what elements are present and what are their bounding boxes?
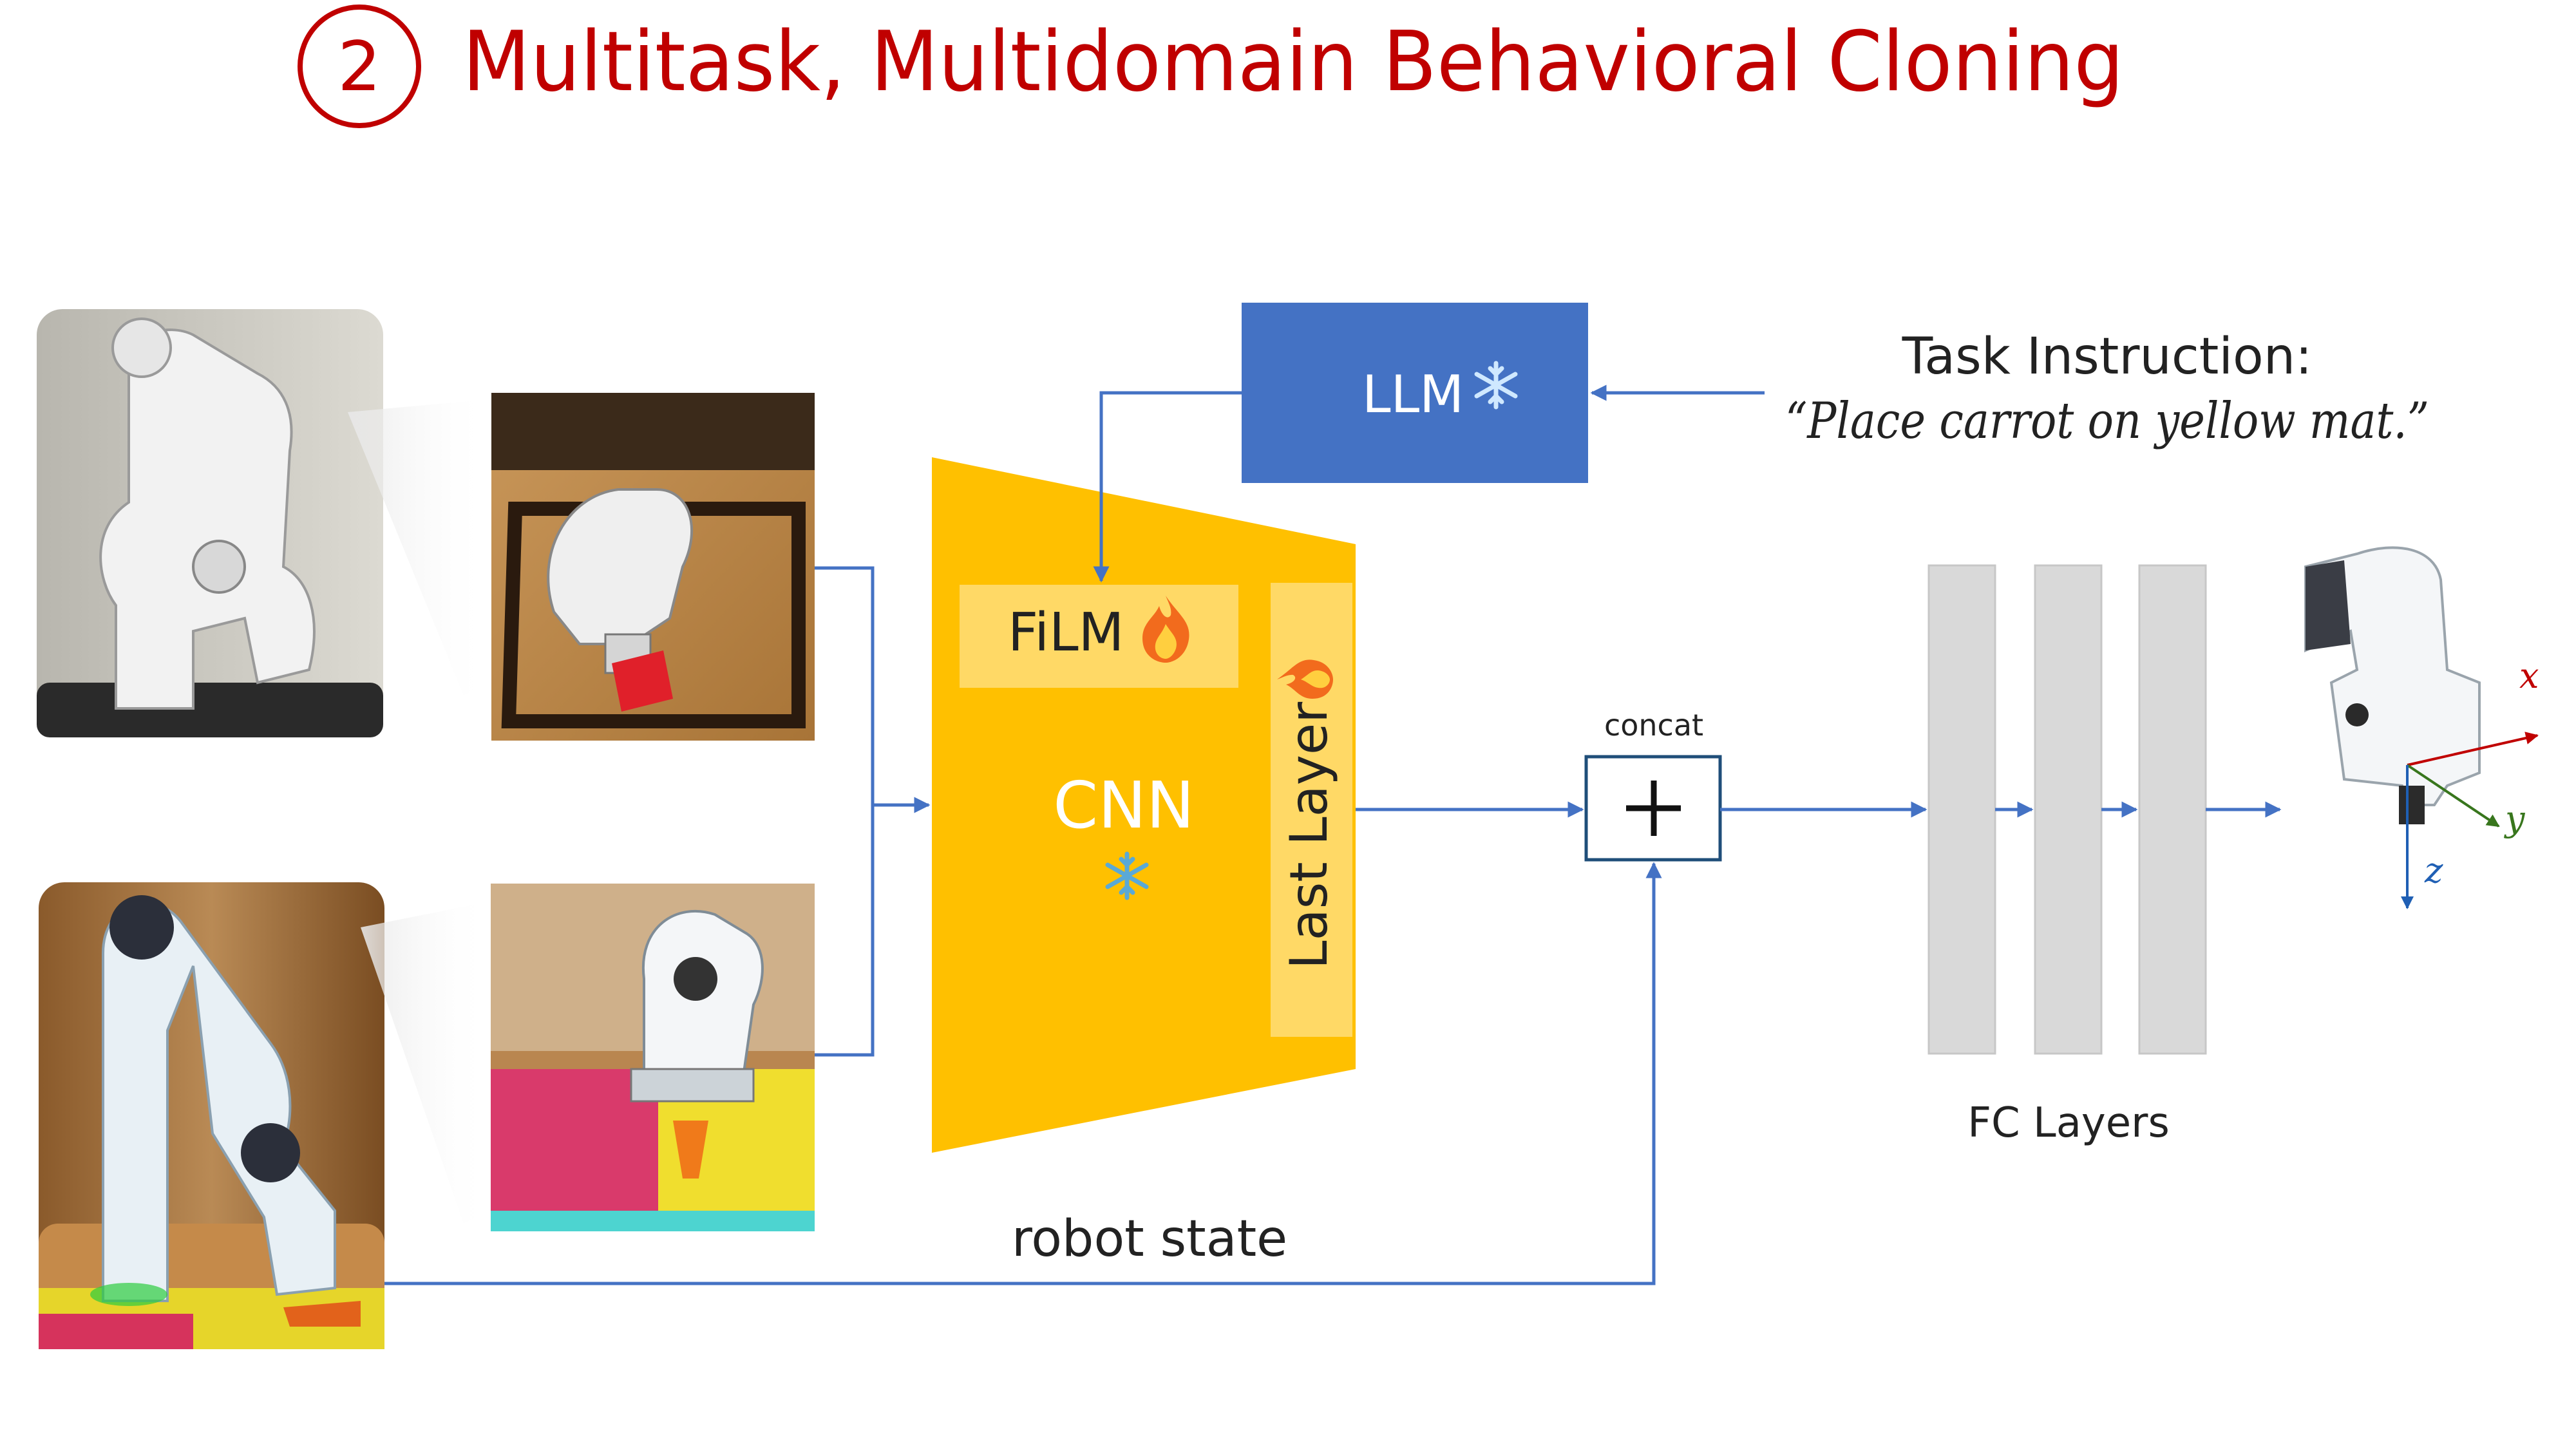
task-heading: Task Instruction: <box>1902 328 2313 386</box>
axis-y-arrow <box>2406 764 2500 828</box>
fire-icon <box>1142 596 1189 663</box>
axis-x-label: x <box>2519 656 2539 696</box>
llm-to-film-arrow <box>1093 391 1242 583</box>
title-number: 2 <box>337 27 381 106</box>
last-layer-block: Last Layer <box>1271 583 1352 1037</box>
title-number-circle <box>298 5 421 128</box>
last-layer-label: Last Layer <box>1279 702 1339 969</box>
slide-title: 2 Multitask, Multidomain Behavioral Clon… <box>298 5 2124 128</box>
sim-robot-photo <box>37 309 383 737</box>
sim-view-to-cnn-arrow <box>815 566 875 805</box>
real-view-to-cnn-arrow <box>815 805 875 1057</box>
end-effector-illustration <box>2304 546 2481 824</box>
fire-icon <box>1277 659 1333 699</box>
film-block: FiLM <box>960 585 1238 688</box>
axis-y-label: y <box>2504 799 2526 839</box>
sim-zoom-beam <box>348 399 489 696</box>
real-zoom-beam <box>361 902 489 1224</box>
robot-state-arrow <box>384 862 1662 1285</box>
sim-camera-view <box>491 393 815 741</box>
title-text: Multitask, Multidomain Behavioral Clonin… <box>462 14 2124 110</box>
real-robot-photo <box>39 882 384 1349</box>
llm-label: LLM <box>1362 365 1464 424</box>
real-camera-view <box>491 884 815 1231</box>
film-label: FiLM <box>1008 602 1124 663</box>
task-instruction: “Place carrot on yellow mat.” <box>1785 392 2429 450</box>
cnn-label: CNN <box>1053 768 1194 843</box>
fc-layer-3 <box>2138 564 2207 1055</box>
fc-layer-1 <box>1927 564 1996 1055</box>
fc-layer-2 <box>2034 564 2103 1055</box>
llm-block: LLM <box>1242 303 1588 483</box>
robot-state-label: robot state <box>1012 1210 1287 1268</box>
axis-z-label: z <box>2424 850 2443 891</box>
snowflake-icon <box>1474 361 1518 410</box>
concat-label: concat <box>1604 708 1703 743</box>
fc-label: FC Layers <box>1967 1099 2170 1147</box>
axis-x-arrow <box>2407 732 2539 766</box>
snowflake-icon <box>1105 851 1149 900</box>
